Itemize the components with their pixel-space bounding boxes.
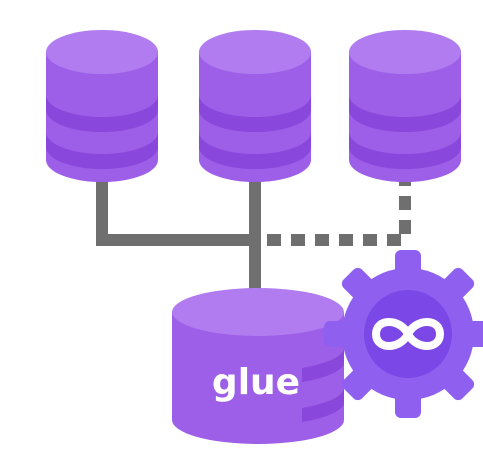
database-icon	[199, 30, 311, 182]
gear-infinity-icon	[324, 250, 483, 418]
database-icon	[46, 30, 158, 182]
infinity-icon	[372, 318, 444, 350]
connector-source-1	[96, 172, 258, 246]
database-icon	[349, 30, 461, 182]
glue-label: glue	[212, 362, 300, 403]
connector-lines	[96, 172, 411, 300]
glue-database-icon: glue	[172, 288, 344, 444]
connector-source-3-dotted	[266, 172, 411, 246]
